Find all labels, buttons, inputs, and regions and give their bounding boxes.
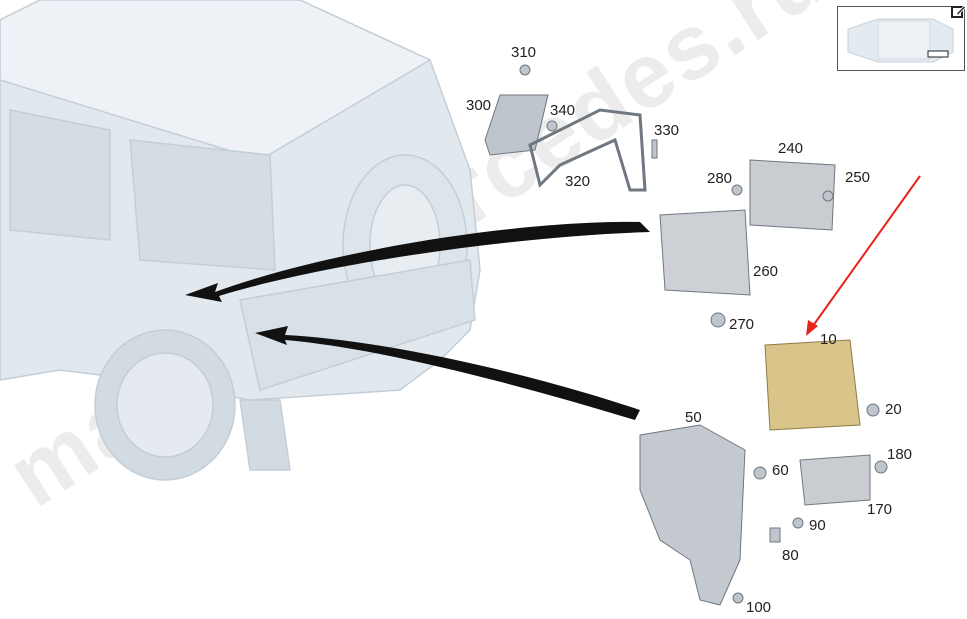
callout-90[interactable]: 90 xyxy=(809,517,826,534)
pointer-arrow-upper xyxy=(185,221,650,302)
vehicle-thumbnail-image xyxy=(847,18,954,63)
edit-icon[interactable] xyxy=(951,4,966,19)
part-250 xyxy=(822,190,834,202)
overview-thumbnail[interactable] xyxy=(837,6,965,71)
callout-260[interactable]: 260 xyxy=(753,263,779,280)
part-270 xyxy=(710,312,726,328)
callout-340[interactable]: 340 xyxy=(550,102,576,119)
part-330 xyxy=(651,139,658,159)
highlight-arrow xyxy=(809,175,921,331)
callout-250[interactable]: 250 xyxy=(845,169,871,186)
part-280 xyxy=(731,184,743,196)
part-170 xyxy=(799,454,871,506)
callout-10[interactable]: 10 xyxy=(820,331,837,348)
part-260 xyxy=(659,209,751,296)
part-320 xyxy=(528,108,647,192)
part-240 xyxy=(749,159,836,231)
callout-60[interactable]: 60 xyxy=(772,462,789,479)
part-180 xyxy=(874,460,888,474)
part-100 xyxy=(732,592,744,604)
part-20 xyxy=(866,403,880,417)
part-340 xyxy=(546,120,558,132)
callout-80[interactable]: 80 xyxy=(782,547,799,564)
callout-300[interactable]: 300 xyxy=(466,97,492,114)
vehicle-illustration xyxy=(0,0,481,481)
part-90 xyxy=(792,517,804,529)
callout-310[interactable]: 310 xyxy=(511,44,537,61)
callout-270[interactable]: 270 xyxy=(729,316,755,333)
part-50 xyxy=(639,424,746,606)
callout-170[interactable]: 170 xyxy=(867,501,893,518)
parts xyxy=(484,64,888,606)
part-10 xyxy=(764,339,861,431)
callout-20[interactable]: 20 xyxy=(885,401,902,418)
callout-320[interactable]: 320 xyxy=(565,173,591,190)
callout-280[interactable]: 280 xyxy=(707,170,733,187)
callout-50[interactable]: 50 xyxy=(685,409,702,426)
callout-180[interactable]: 180 xyxy=(887,446,913,463)
part-300 xyxy=(484,94,549,156)
part-310 xyxy=(519,64,531,76)
part-80 xyxy=(769,527,781,543)
callout-100[interactable]: 100 xyxy=(746,599,772,616)
callout-330[interactable]: 330 xyxy=(654,122,680,139)
part-60 xyxy=(753,466,767,480)
callout-240[interactable]: 240 xyxy=(778,140,804,157)
